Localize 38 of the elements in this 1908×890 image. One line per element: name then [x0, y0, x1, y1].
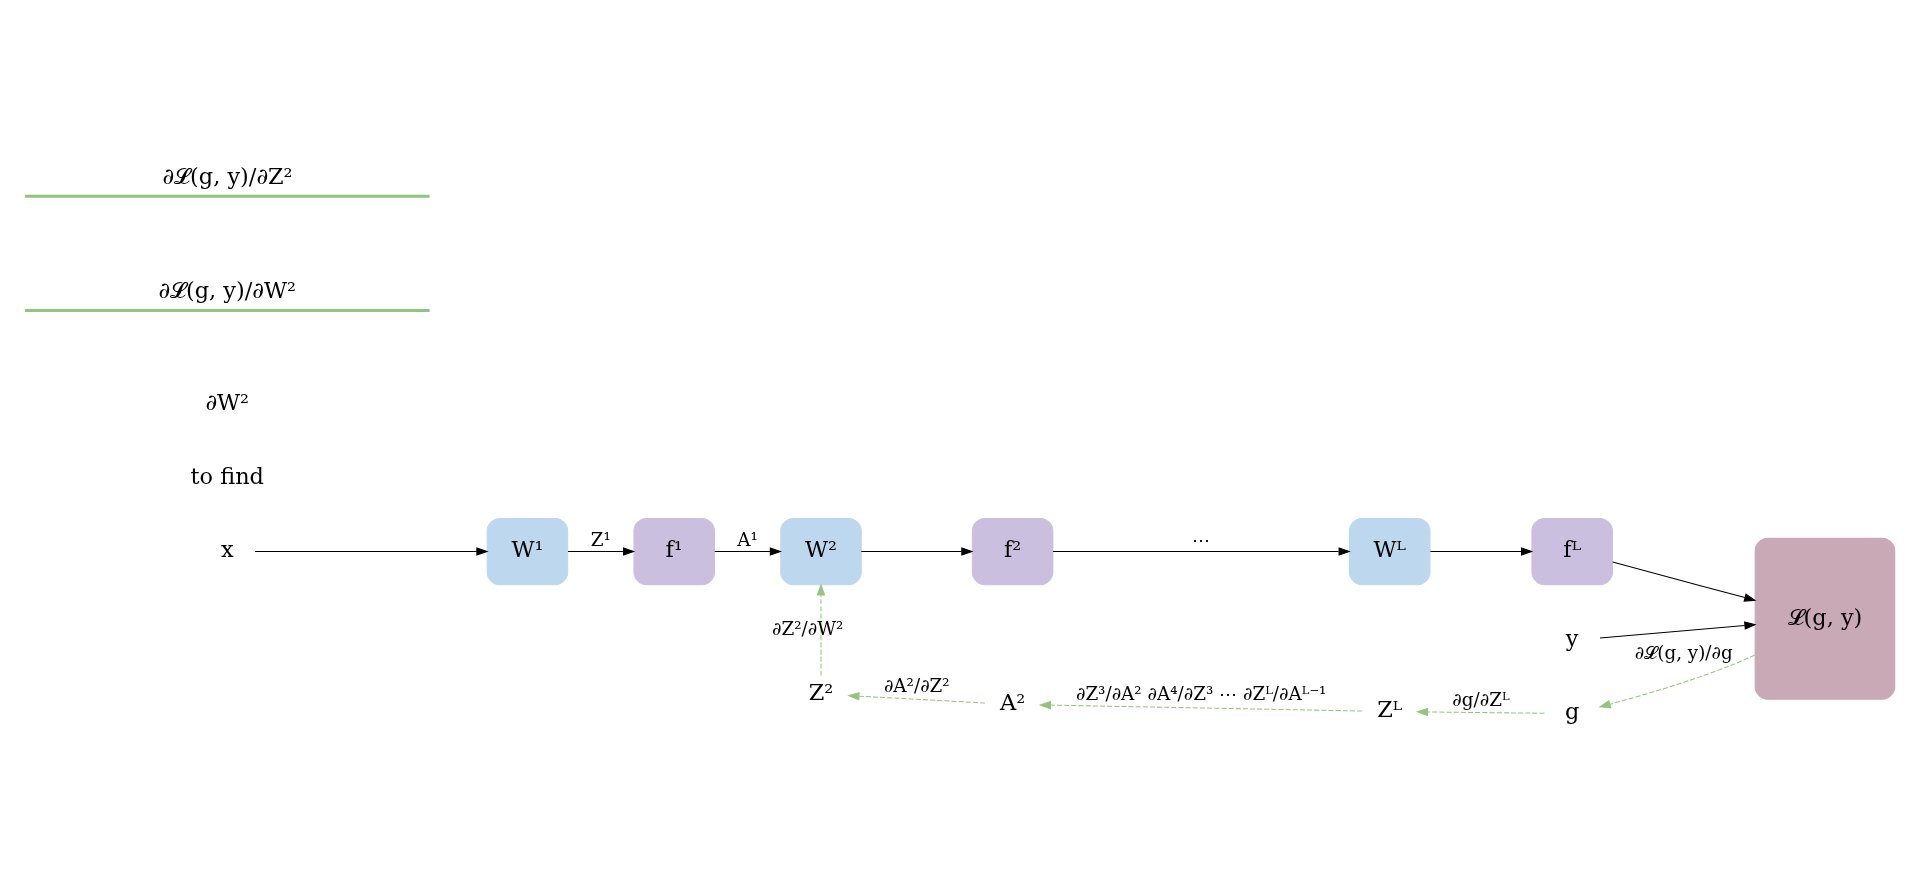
- arrow: [1599, 621, 1757, 639]
- arrow: [860, 547, 974, 556]
- label: to find: [190, 462, 264, 489]
- arrow: [847, 691, 986, 704]
- node-text: y: [1565, 624, 1579, 651]
- edge-label: A¹: [737, 528, 758, 550]
- arrow: [1612, 561, 1757, 602]
- edge-label: ∂Z³/∂A² ∂A⁴/∂Z³ ⋯ ∂Zᴸ/∂Aᴸ⁻¹: [1075, 682, 1327, 704]
- edge-label: ⋯: [1192, 528, 1211, 550]
- label: ∂𝓛(g, y)/∂W²: [158, 277, 296, 304]
- arrow: [254, 547, 489, 556]
- node-text: g: [1565, 698, 1580, 725]
- arrow: [816, 583, 826, 677]
- edge-label: ∂𝓛(g, y)/∂g: [1634, 641, 1733, 663]
- node-text: Z²: [808, 678, 834, 705]
- node-box: W¹: [486, 517, 569, 586]
- node-text: A²: [1000, 689, 1026, 716]
- arrow: [1038, 700, 1363, 712]
- edge-label: Z¹: [590, 528, 611, 550]
- arrow: [714, 547, 782, 556]
- node-text: Zᴸ: [1377, 696, 1403, 723]
- edge-label: ∂A²/∂Z²: [883, 674, 950, 696]
- node-box: f¹: [633, 517, 715, 586]
- arrow: [567, 547, 636, 556]
- node-text: x: [220, 536, 234, 563]
- label: ∂W²: [205, 389, 250, 416]
- node-box: 𝓛(g, y): [1754, 537, 1896, 700]
- edge-label: ∂g/∂Zᴸ: [1452, 688, 1510, 710]
- node-box: fᴸ: [1531, 517, 1613, 586]
- arrow: [1052, 547, 1351, 556]
- node-box: f²: [971, 517, 1054, 586]
- label: ∂𝓛(g, y)/∂Z²: [162, 163, 293, 190]
- node-box: Wᴸ: [1348, 517, 1431, 586]
- arrow: [1598, 654, 1756, 709]
- edge-label: ∂Z²/∂W²: [772, 617, 844, 639]
- node-box: W²: [780, 517, 862, 586]
- arrow: [1429, 547, 1534, 556]
- arrow: [1415, 707, 1545, 717]
